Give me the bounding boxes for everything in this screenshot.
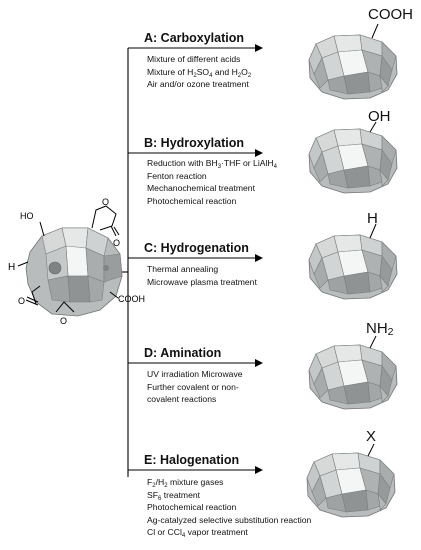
method-line: Mixture of different acids	[147, 54, 241, 64]
method-line: Air and/or ozone treatment	[147, 79, 249, 90]
group-label-b: OH	[368, 108, 391, 125]
section-c-title: C: Hydrogenation	[144, 241, 249, 255]
section-a-title: A: Carboxylation	[144, 31, 245, 45]
method-line: Fenton reaction	[147, 170, 207, 181]
section-b-title: B: Hydroxylation	[144, 136, 245, 150]
method-line: Mechanochemical treatment	[147, 183, 255, 194]
source-nanodiamond	[17, 205, 123, 317]
reaction-tree	[122, 44, 263, 477]
method-line: Further covalent or non-	[147, 381, 239, 392]
product-cage-carboxyl	[308, 23, 398, 100]
o-epoxide-label: O	[60, 316, 67, 326]
method-line: Photochemical reaction	[147, 195, 237, 206]
section-d-title: D: Amination	[144, 346, 222, 360]
method-line: F2/H2 mixture gases	[147, 477, 224, 489]
product-cage-hydroxyl	[308, 121, 398, 194]
group-label-c: H	[367, 210, 378, 227]
group-label-a: COOH	[368, 6, 413, 23]
product-cage-amine	[308, 335, 398, 410]
o-ring-label: O	[102, 197, 109, 207]
group-label-d: NH2	[366, 320, 394, 338]
group-label-e: X	[366, 428, 377, 445]
h-label: H	[8, 262, 15, 273]
method-line: Thermal annealing	[147, 264, 219, 274]
method-line: Mixture of H2SO4 and H2O2	[147, 66, 252, 79]
method-line: Reduction with BH3·THF or LiAlH4	[147, 158, 277, 170]
section-e-title: E: Halogenation	[144, 453, 240, 467]
method-line: Photochemical reaction	[147, 502, 237, 513]
product-cage-halogen	[306, 443, 396, 518]
cooh-label: COOH	[118, 294, 145, 304]
ho-label: HO	[20, 211, 34, 221]
method-line: covalent reactions	[147, 394, 217, 405]
method-line: UV irradiation Microwave	[147, 369, 243, 379]
method-line: Cl or CCl4 vapor treatment	[147, 527, 248, 540]
method-line: Microwave plasma treatment	[147, 276, 257, 287]
method-line: SF6 treatment	[147, 489, 201, 502]
product-cage-hydrogen	[308, 223, 398, 300]
method-line: Ag-catalyzed selective substitution reac…	[147, 514, 312, 525]
o-carbonyl-label: O	[113, 238, 120, 248]
o-ketone-label: O	[18, 296, 25, 306]
